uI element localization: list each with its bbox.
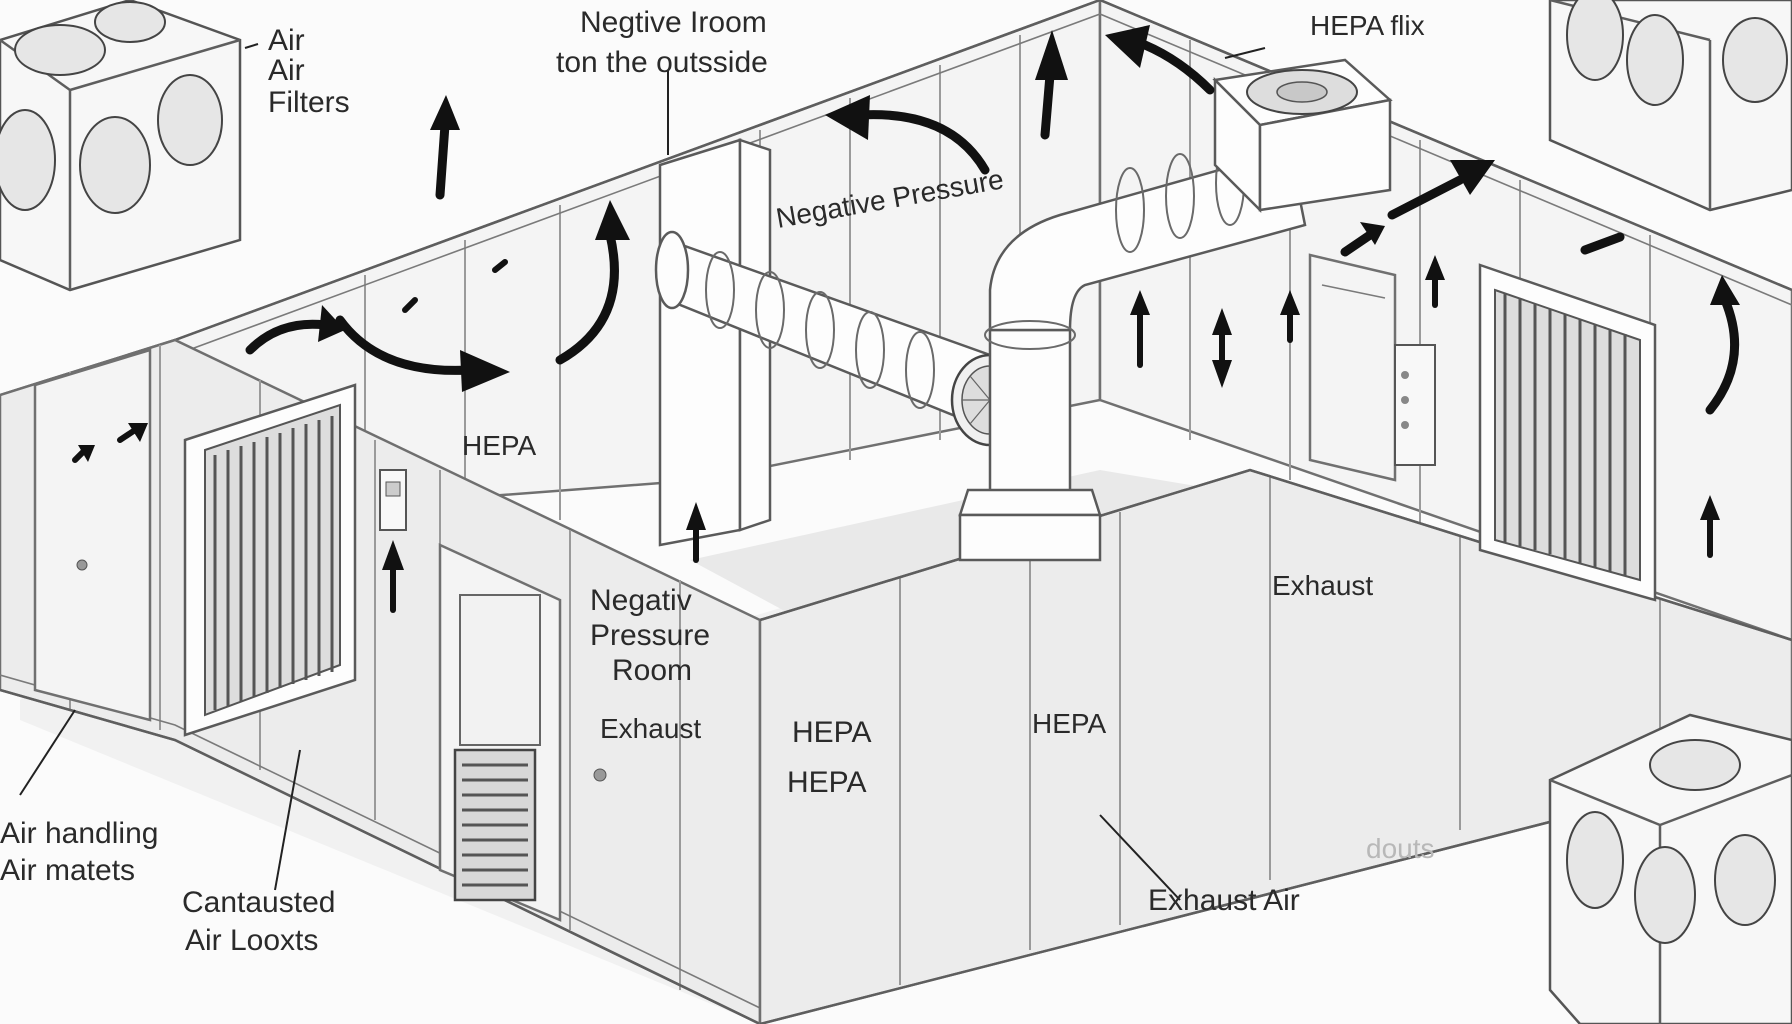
label-contaminated-2: Air Looxts: [185, 924, 318, 957]
label-exhaust-right: Exhaust: [1272, 570, 1373, 601]
duct-base-flange: [958, 488, 1102, 562]
wall-control-panel: [379, 469, 407, 531]
left-door: [33, 348, 152, 722]
right-control-panel: [1394, 344, 1436, 466]
label-air-handling-1: Air handling: [0, 817, 158, 850]
label-hepa-b: HEPA: [787, 766, 866, 799]
label-negative-pressure-room-2: Pressure: [590, 619, 710, 652]
label-hepa-left: HEPA: [462, 430, 536, 461]
left-hepa-slats: [213, 416, 334, 710]
ceiling-exhaust-fan: [1212, 58, 1393, 214]
front-right-wall-seams: [899, 475, 1661, 985]
door-vent-grille: [453, 748, 537, 902]
left-hepa-filter: [183, 383, 357, 737]
right-hepa-slats: [1503, 294, 1627, 576]
air-handling-unit-top-right: [1548, 0, 1792, 212]
center-door: [438, 543, 607, 922]
vertical-duct-column: [658, 138, 772, 547]
back-right-door: [1308, 253, 1397, 482]
right-hepa-filter: [1478, 263, 1657, 602]
air-handling-unit-top-left: [0, 0, 242, 292]
label-negative-pressure-room-3: Room: [612, 654, 692, 687]
ductwork: [654, 58, 1393, 562]
label-ducts: douts: [1366, 833, 1435, 864]
label-contaminated-1: Cantausted: [182, 886, 335, 919]
label-exhaust-air: Exhaust Air: [1148, 884, 1300, 917]
label-hepa-a: HEPA: [792, 716, 871, 749]
leader-lines: [19, 43, 1266, 901]
front-left-wall-base: [0, 688, 761, 1024]
text-labels: Air Air Filters Negtive Iroom ton the ou…: [0, 6, 1435, 957]
duct-rings-left: [705, 251, 935, 409]
label-exhaust-center: Exhaust: [600, 713, 701, 744]
label-hepa-c: HEPA: [1032, 708, 1106, 739]
label-air-handling-2: Air matets: [0, 854, 135, 887]
label-hepa-fix: HEPA flix: [1310, 10, 1425, 41]
label-negative-pressure-room-1: Negativ: [590, 584, 692, 617]
label-air-filters-1: Air: [268, 24, 305, 57]
label-negative-room-2: ton the outsside: [556, 46, 768, 79]
airflow-arrows: [72, 25, 1740, 613]
label-air-filters-2: Air: [268, 54, 305, 87]
label-air-filters-3: Filters: [268, 86, 350, 119]
air-handling-unit-bottom-right: [1548, 713, 1792, 1024]
label-negative-room-1: Negtive Iroom: [580, 6, 767, 39]
